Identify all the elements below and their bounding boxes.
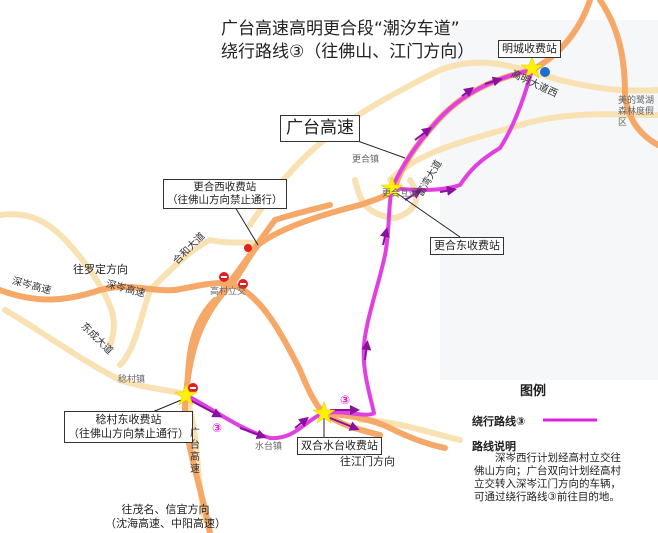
station-note: （往佛山方向禁止通行）	[167, 194, 283, 207]
direction-maoming: 往茂名、信宜方向（沈海高速、中阳高速）	[105, 503, 226, 531]
legend-title: 图例	[520, 384, 547, 399]
title-line1: 广台高速高明更合段“潮汐车道”	[221, 19, 460, 39]
road-guangtai-vertical: 广台高速	[190, 428, 200, 475]
no-entry-icons	[188, 244, 252, 393]
place-shuitai: 水台镇	[255, 442, 283, 452]
toll-station-stars	[174, 56, 544, 424]
title-line2: 绕行路线③（往佛山、江门方向）	[221, 42, 475, 62]
direction-icon	[540, 67, 550, 77]
station-note: （往佛山方向禁止通行）	[68, 426, 189, 440]
station-shuanghe: 双合水台收费站	[297, 437, 382, 455]
leader-lines	[149, 57, 533, 438]
legend-route-label: 绕行路线③	[472, 415, 526, 428]
place-resort: 美的鹭湖森林度假区	[618, 96, 655, 128]
legend-desc-title: 路线说明	[472, 440, 516, 453]
place-gaocun: 高村立交	[210, 287, 247, 297]
callout-guangtai: 广台高速	[280, 115, 360, 143]
station-genghe-west: 更合西收费站（往佛山方向禁止通行）	[163, 179, 287, 210]
direction-line1: 往茂名、信宜方向	[121, 503, 210, 516]
route-arrows	[185, 76, 503, 439]
place-genghe-interchange: 更合互通	[382, 189, 419, 199]
station-mingcheng: 明城收费站	[498, 40, 561, 58]
place-rencun: 稔村镇	[118, 375, 146, 385]
place-genghe-town: 更合镇	[352, 155, 380, 165]
station-rencun-east: 稔村东收费站（往佛山方向禁止通行）	[64, 411, 193, 443]
station-name: 稔村东收费站	[95, 413, 162, 426]
map-title: 广台高速高明更合段“潮汐车道” 绕行路线③（往佛山、江门方向）	[221, 18, 474, 64]
station-genghe-east: 更合东收费站	[430, 237, 504, 255]
direction-luoding: 往罗定方向	[73, 263, 128, 276]
route-marker: ③	[212, 421, 223, 435]
direction-jiangmen: 往江门方向	[340, 455, 395, 468]
direction-line2: （沈海高速、中阳高速）	[105, 517, 226, 530]
legend-desc-text: 深岑西行计划经高村立交往佛山方向；广台双向计划经高村立交转入深岑江门方向的车辆，…	[474, 452, 621, 503]
station-name: 更合西收费站	[193, 181, 257, 193]
route-marker: ③	[340, 393, 351, 407]
